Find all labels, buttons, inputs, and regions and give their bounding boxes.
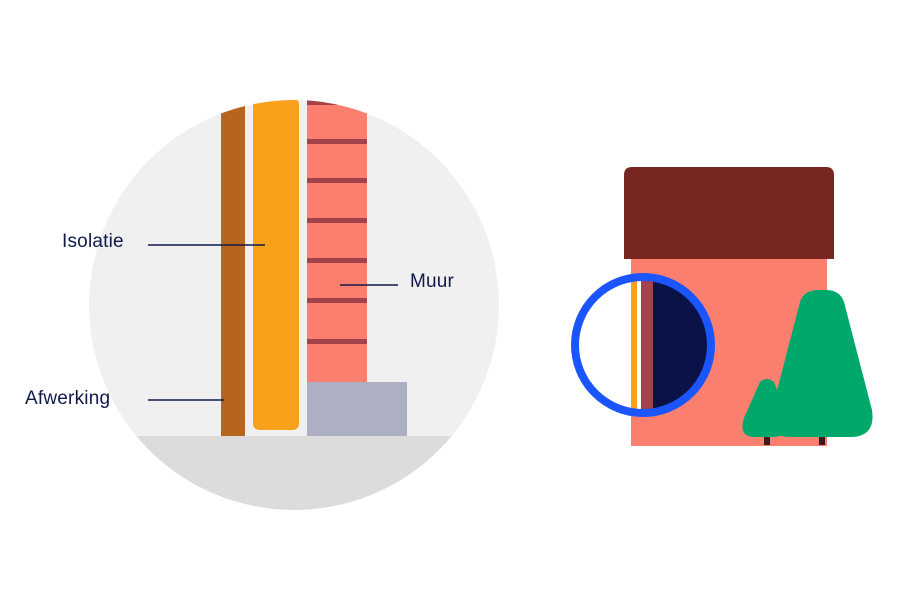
mortar-line xyxy=(307,178,367,183)
brick-wall xyxy=(307,100,367,436)
mortar-line xyxy=(307,218,367,223)
muur-label: Muur xyxy=(410,271,455,292)
large-tree xyxy=(770,290,873,437)
ground xyxy=(89,436,499,510)
afwerking-label: Afwerking xyxy=(25,388,111,409)
roof xyxy=(624,167,834,259)
insulation-layer xyxy=(253,100,299,430)
wall-cross-section xyxy=(89,100,499,510)
leader-lines xyxy=(148,244,398,401)
trees xyxy=(742,290,873,445)
mortar-line xyxy=(307,258,367,263)
mortar-line xyxy=(307,339,367,344)
magnifier-ring xyxy=(571,273,715,417)
magnifier-insulation xyxy=(631,277,637,413)
finish-layer xyxy=(221,105,245,436)
foundation xyxy=(307,382,407,436)
mortar-line xyxy=(307,100,367,105)
house-illustration xyxy=(571,167,873,446)
isolatie-label: Isolatie xyxy=(62,231,124,252)
mortar-line xyxy=(307,298,367,303)
mortar-line xyxy=(307,139,367,144)
magnifier-wall xyxy=(641,277,653,413)
